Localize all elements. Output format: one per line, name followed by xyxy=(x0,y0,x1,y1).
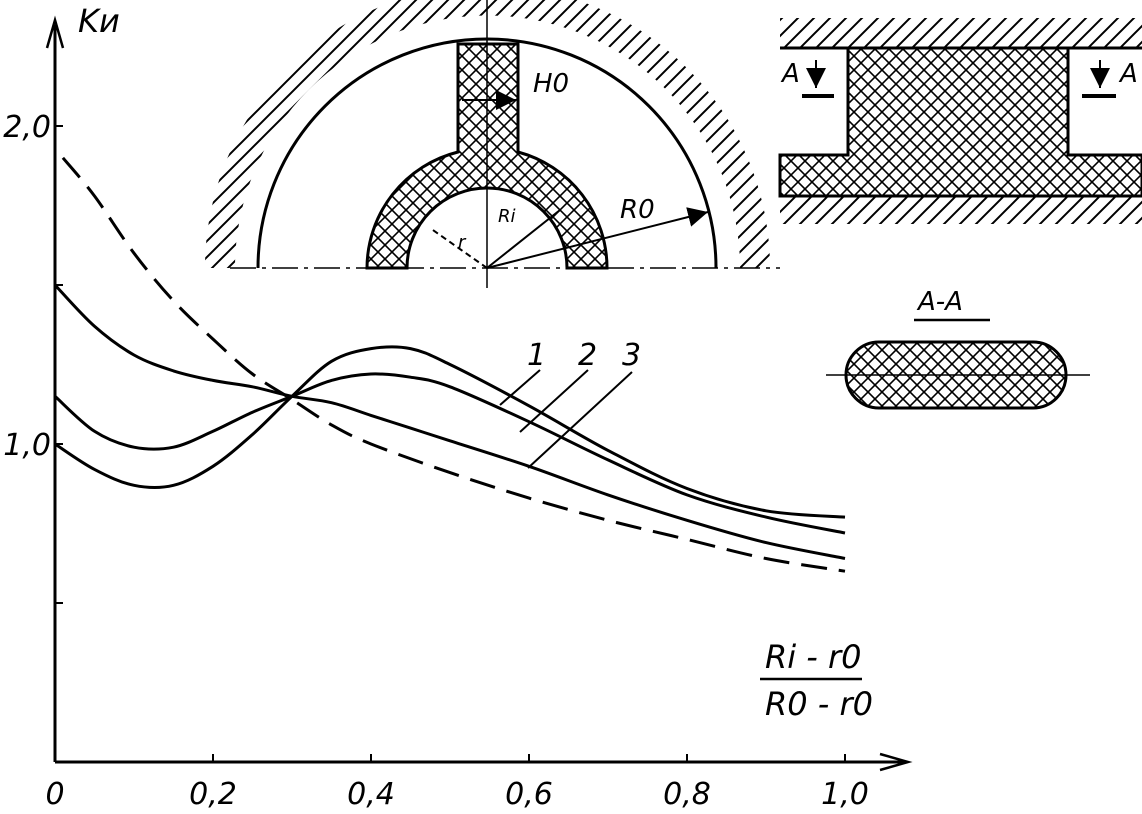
h0-label: H0 xyxy=(533,69,569,99)
x-tick-label-3: 0,6 xyxy=(505,777,553,810)
curve-label-1: 1 xyxy=(527,338,546,373)
leader-line-1 xyxy=(499,369,541,406)
x-label-numerator: Ri - r0 xyxy=(765,638,862,676)
r0-label: R0 xyxy=(620,195,655,225)
section-aa-label: A-A xyxy=(916,287,963,317)
x-label-denominator: R0 - r0 xyxy=(765,685,873,723)
curve-label-3: 3 xyxy=(622,338,641,373)
x-axis-arrow xyxy=(879,752,913,772)
series-line-2 xyxy=(54,372,846,535)
y-axis-arrow xyxy=(45,15,65,49)
inset-longitudinal-section: A A xyxy=(778,18,1142,224)
leader-line-2 xyxy=(519,369,589,433)
x-tick-label-5: 1,0 xyxy=(821,777,869,810)
ri-label: Ri xyxy=(498,206,516,227)
section-body xyxy=(778,46,1142,198)
section-arrow-label-left: A xyxy=(780,59,800,89)
bottom-hatching xyxy=(780,196,1142,224)
y-tick-label-3: 2,0 xyxy=(3,110,51,145)
section-arrow-label-right: A xyxy=(1118,59,1138,89)
ticks-group: 0 0,2 0,4 0,6 0,8 1,0 1,0 2,0 xyxy=(3,110,869,812)
curves-group xyxy=(53,156,846,573)
top-hatching xyxy=(780,18,1142,48)
leader-line-3 xyxy=(527,371,633,469)
x-tick-label-1: 0,2 xyxy=(189,777,237,810)
series-line-3 xyxy=(53,283,846,560)
y-axis-label: Kи xyxy=(78,2,120,40)
x-tick-label-4: 0,8 xyxy=(663,777,711,810)
r0-radius-line xyxy=(486,207,709,269)
series-line-1 xyxy=(54,345,846,519)
small-r-label: r xyxy=(458,232,467,253)
inset-ring-diagram: H0 R0 Ri r xyxy=(205,0,780,288)
curve-label-2: 2 xyxy=(578,338,597,373)
small-r-line xyxy=(429,227,488,269)
series-line-dashed xyxy=(61,156,846,573)
ri-radius-line xyxy=(486,209,561,269)
x-tick-label-0: 0 xyxy=(45,777,64,810)
y-tick-label-1: 1,0 xyxy=(3,428,51,463)
x-tick-label-2: 0,4 xyxy=(347,777,395,810)
inset-section-aa: A-A xyxy=(826,287,1090,410)
